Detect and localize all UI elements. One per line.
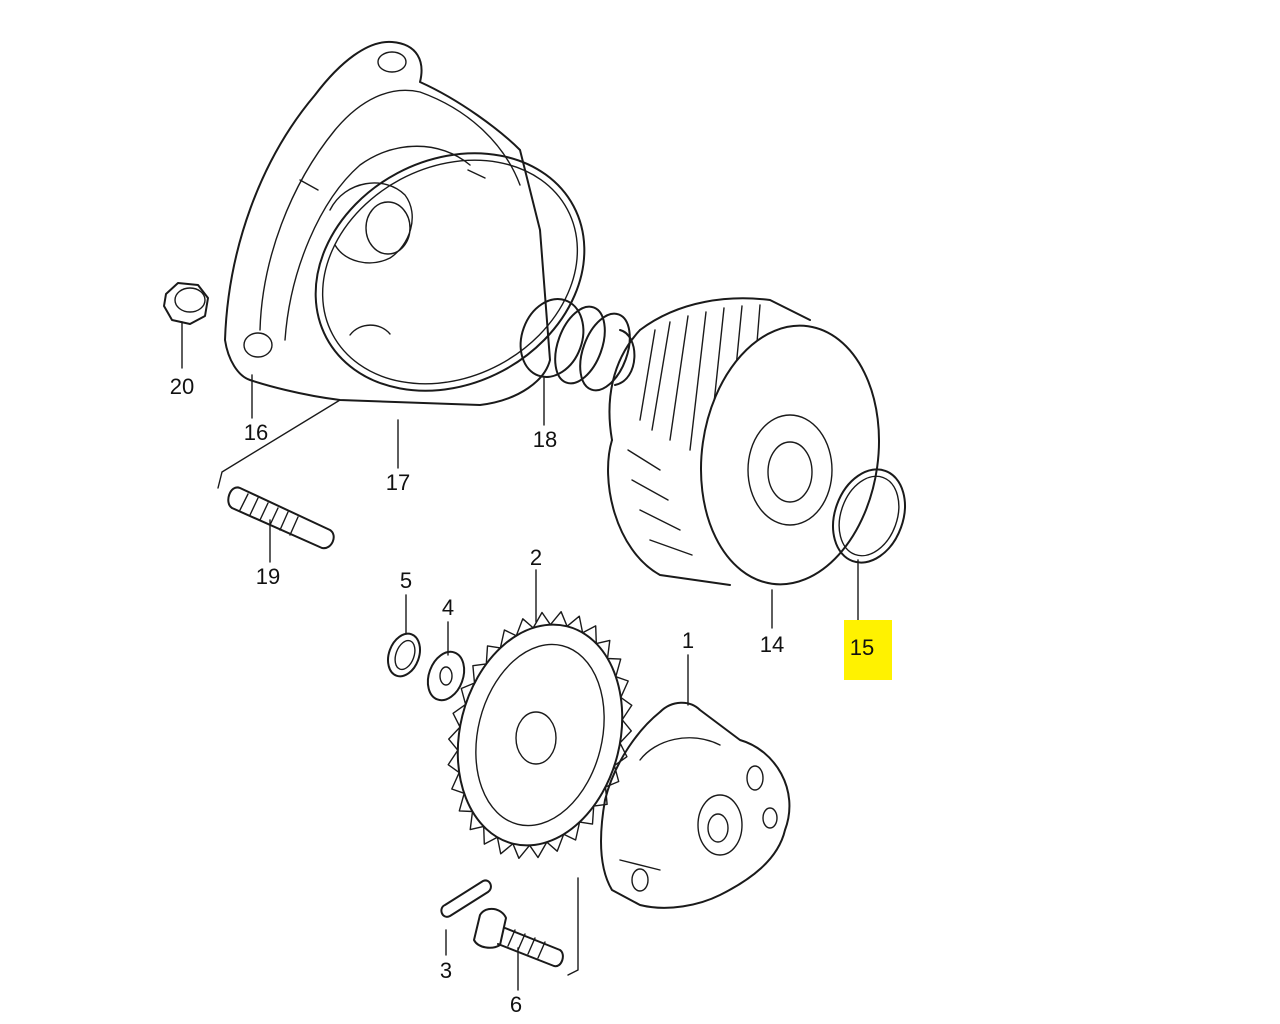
callout-18: 18 bbox=[533, 427, 557, 452]
part-15-o-ring bbox=[832, 468, 906, 564]
callout-6: 6 bbox=[510, 992, 522, 1017]
leader-lines bbox=[181, 321, 859, 991]
part-2-gear bbox=[447, 611, 633, 859]
part-5-circlip bbox=[387, 632, 421, 678]
callout-15: 15 bbox=[850, 635, 874, 660]
part-18-spring bbox=[519, 298, 636, 392]
callout-16: 16 bbox=[244, 420, 268, 445]
callout-1: 1 bbox=[682, 628, 694, 653]
highlight-box-15 bbox=[844, 620, 892, 680]
part-19-stud bbox=[227, 486, 335, 550]
callout-5: 5 bbox=[400, 568, 412, 593]
part-1-pump-body bbox=[599, 701, 791, 909]
part-14-oil-filter bbox=[607, 297, 881, 586]
callout-3: 3 bbox=[440, 958, 452, 983]
filter-pleats bbox=[627, 304, 761, 556]
callout-17: 17 bbox=[386, 470, 410, 495]
part-4-washer bbox=[426, 650, 466, 702]
callout-20: 20 bbox=[170, 374, 194, 399]
callout-labels: 1 2 3 4 5 6 14 15 16 17 18 19 20 bbox=[170, 374, 874, 1017]
assembly-lines bbox=[217, 399, 579, 976]
callout-19: 19 bbox=[256, 564, 280, 589]
part-6-bolt bbox=[473, 907, 564, 968]
callout-14: 14 bbox=[760, 632, 784, 657]
part-16-cover bbox=[224, 40, 551, 406]
part-3-dowel-pin bbox=[440, 879, 492, 918]
part-20-nut bbox=[163, 282, 209, 325]
callout-4: 4 bbox=[442, 595, 454, 620]
part-17-gasket-ring bbox=[314, 152, 586, 392]
callout-2: 2 bbox=[530, 545, 542, 570]
